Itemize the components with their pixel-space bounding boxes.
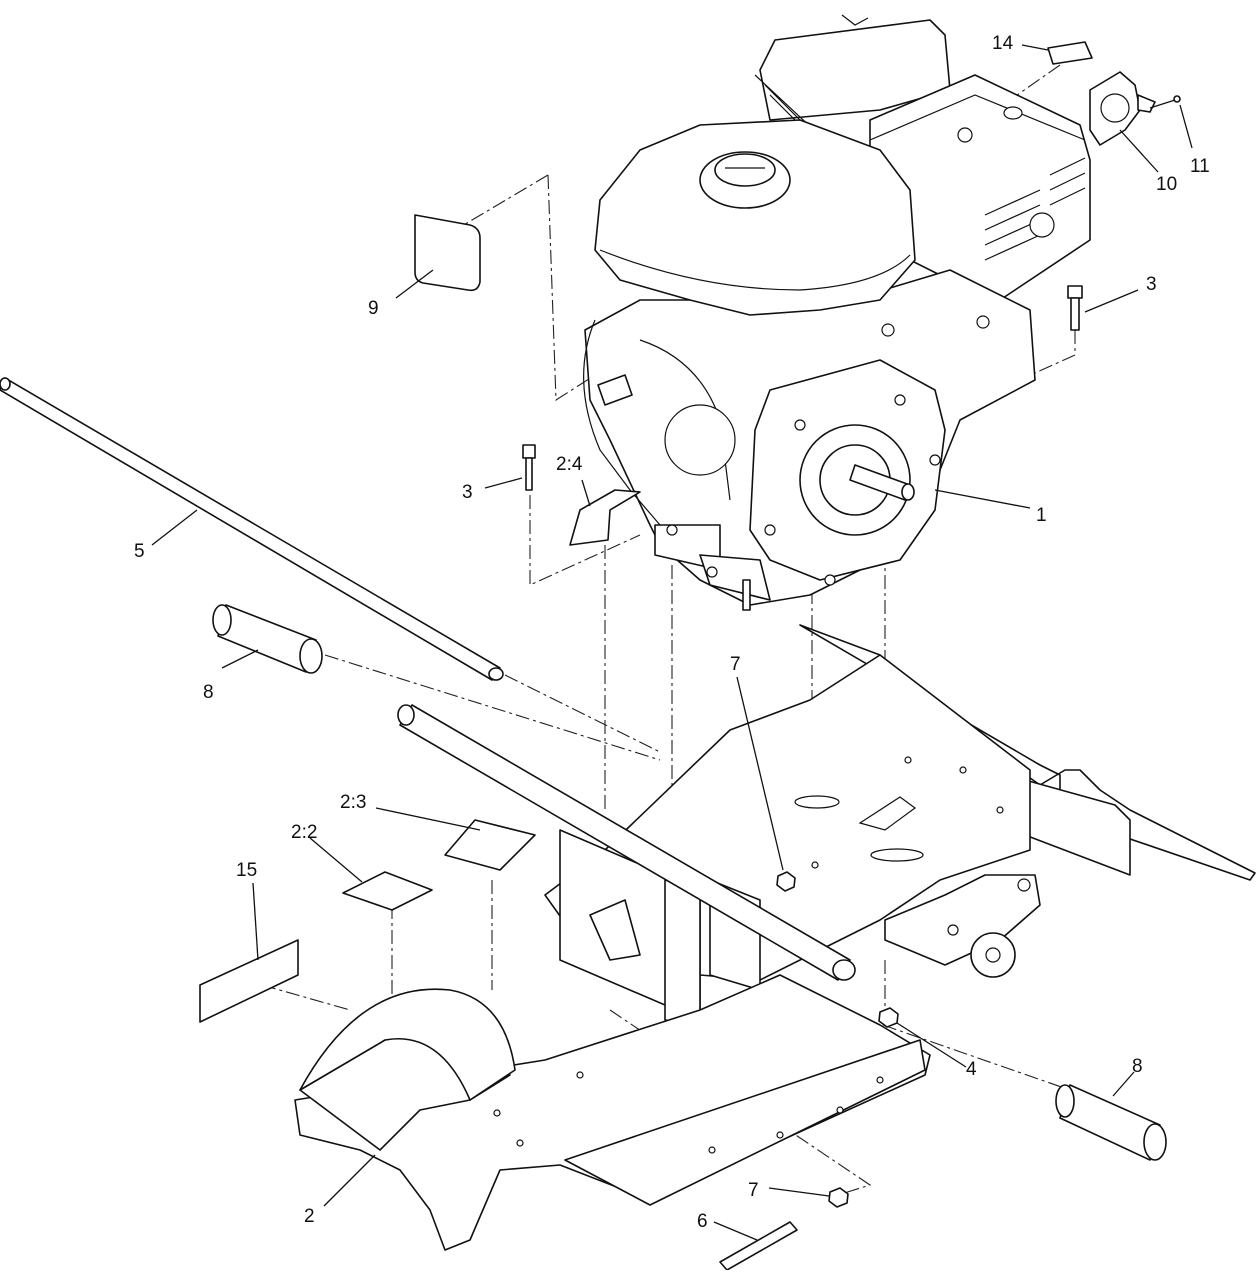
leader-lines bbox=[151, 44, 1193, 1241]
decal-9 bbox=[414, 214, 481, 292]
engine bbox=[583, 14, 1091, 611]
decal-2-4 bbox=[569, 489, 641, 546]
callout-5: 5 bbox=[134, 541, 145, 562]
callout-14: 14 bbox=[992, 33, 1014, 54]
callout-15: 15 bbox=[236, 860, 257, 881]
hardware bbox=[522, 71, 1181, 1271]
callout-3-right: 3 bbox=[1146, 274, 1157, 295]
decal-15 bbox=[199, 939, 299, 1023]
callout-2: 2 bbox=[304, 1206, 315, 1227]
callout-9: 9 bbox=[368, 298, 379, 319]
callout-8-right: 8 bbox=[1132, 1056, 1143, 1077]
callout-1: 1 bbox=[1036, 505, 1047, 526]
callout-7-bottom: 7 bbox=[748, 1180, 759, 1201]
grip-right bbox=[1055, 1084, 1167, 1161]
callout-11: 11 bbox=[1190, 156, 1210, 177]
callout-6: 6 bbox=[697, 1211, 708, 1232]
callout-labels: 1 3 3 2:4 9 14 10 11 5 8 7 2:3 2:2 15 4 … bbox=[134, 33, 1210, 1232]
callout-4: 4 bbox=[966, 1059, 977, 1080]
decal-2-2 bbox=[342, 871, 433, 911]
callout-2-3: 2:3 bbox=[340, 792, 366, 813]
callout-10: 10 bbox=[1156, 174, 1177, 195]
decal-2-3 bbox=[444, 819, 536, 871]
callout-2-2: 2:2 bbox=[291, 822, 317, 843]
callout-8-left: 8 bbox=[203, 682, 214, 703]
callout-7-top: 7 bbox=[730, 654, 741, 675]
axle-rod bbox=[397, 704, 856, 981]
decal-14 bbox=[1047, 41, 1093, 65]
frame-assembly bbox=[294, 624, 1256, 1251]
callout-3-left: 3 bbox=[462, 482, 473, 503]
grip-left bbox=[212, 604, 323, 674]
callout-2-4: 2:4 bbox=[556, 454, 583, 475]
shaft bbox=[0, 377, 504, 681]
